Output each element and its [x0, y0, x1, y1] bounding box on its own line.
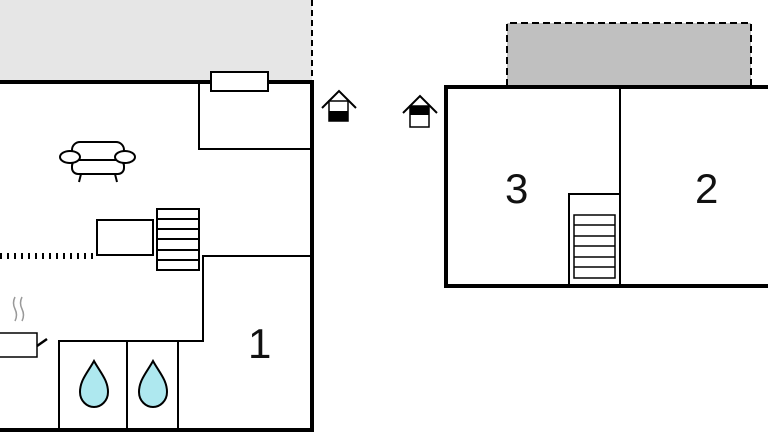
stair-enclosure — [568, 193, 620, 286]
right-building: 3 2 — [444, 22, 768, 288]
table — [96, 219, 154, 256]
entrance-icon — [321, 89, 357, 122]
cooking-pot-icon — [0, 296, 48, 358]
outer-walls-right — [444, 85, 768, 288]
stairs-left — [156, 208, 200, 271]
terrace-left — [0, 0, 312, 80]
window — [210, 71, 269, 92]
water-drop-icon — [78, 358, 110, 409]
water-drop-icon — [137, 358, 169, 409]
terrace-right — [507, 23, 751, 86]
room-label-3: 3 — [505, 165, 528, 212]
inner-wall — [58, 255, 312, 430]
room-label-1: 1 — [248, 320, 271, 367]
room-label-2: 2 — [695, 165, 718, 212]
entrance-icon — [402, 94, 438, 128]
stairs-right — [573, 214, 616, 279]
left-building: 1 — [0, 0, 314, 432]
sofa-icon — [59, 141, 136, 183]
small-room-wall — [198, 82, 312, 150]
